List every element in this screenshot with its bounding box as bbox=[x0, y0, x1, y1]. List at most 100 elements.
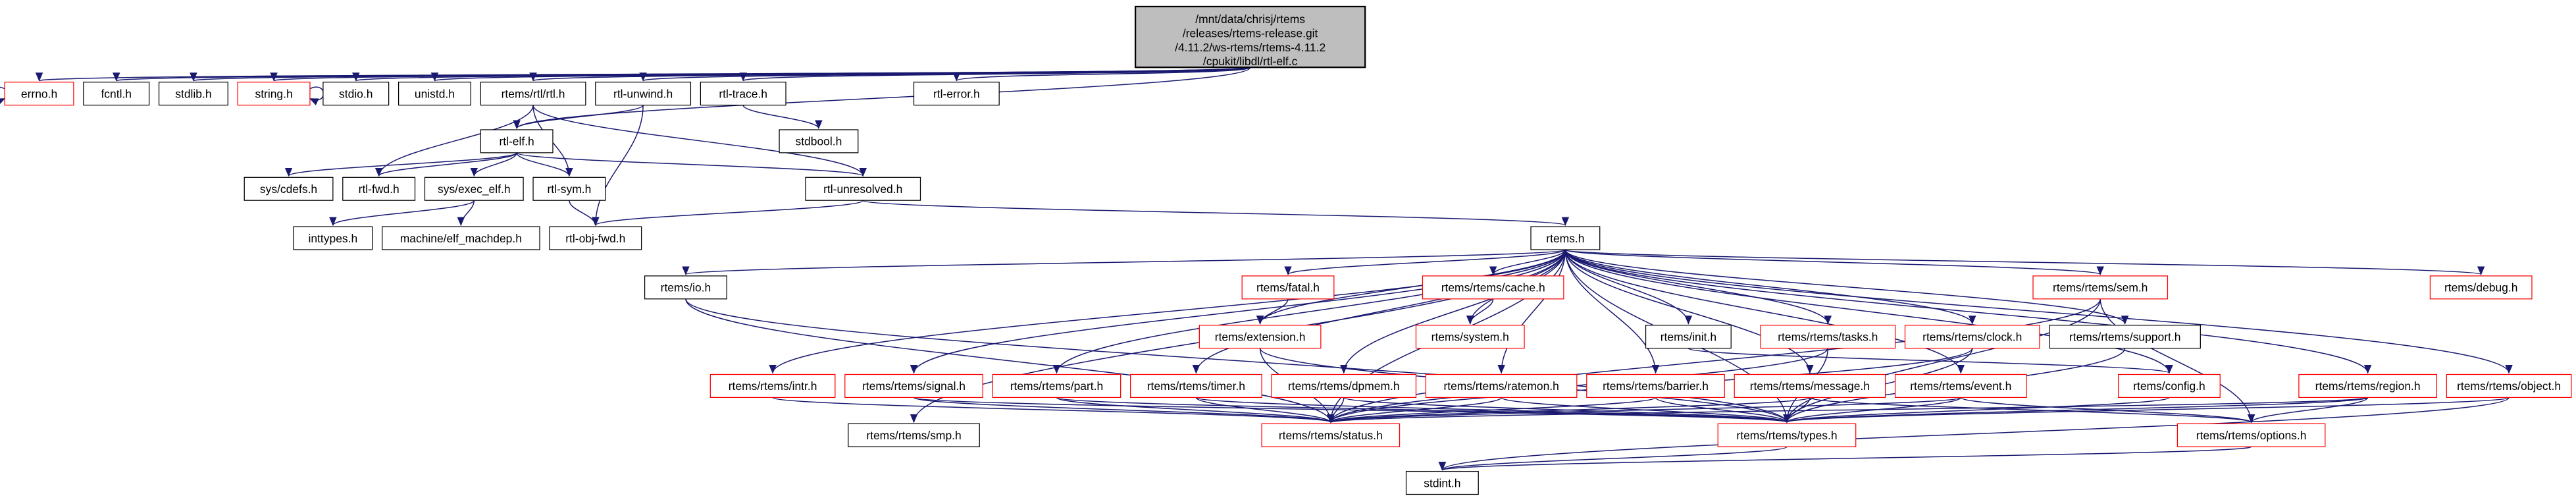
node-box bbox=[913, 82, 1000, 106]
root-label-line: /mnt/data/chrisj/rtems bbox=[1195, 13, 1305, 26]
node-options[interactable]: rtems/rtems/options.h bbox=[2177, 423, 2326, 447]
node-rtl_elf[interactable]: rtl-elf.h bbox=[480, 129, 554, 153]
node-string[interactable]: string.h bbox=[237, 82, 311, 106]
node-status[interactable]: rtems/rtems/status.h bbox=[1261, 423, 1401, 447]
node-label: rtems/extension.h bbox=[1215, 330, 1306, 343]
node-box bbox=[848, 423, 980, 447]
node-file[interactable]: /mnt/data/chrisj/rtems/releases/rtems-re… bbox=[1134, 5, 1366, 69]
node-config[interactable]: rtems/config.h bbox=[2118, 373, 2221, 399]
edge-sem-types bbox=[1783, 298, 2101, 424]
edge-region-status bbox=[1327, 397, 2369, 424]
node-box bbox=[83, 82, 150, 106]
node-label: rtems/init.h bbox=[1661, 330, 1716, 343]
node-rtems[interactable]: rtems.h bbox=[1530, 226, 1601, 250]
node-unistd[interactable]: unistd.h bbox=[398, 82, 471, 106]
edge-io-status bbox=[685, 298, 1335, 424]
node-debug[interactable]: rtems/debug.h bbox=[2429, 275, 2533, 300]
nodes-layer: /mnt/data/chrisj/rtems/releases/rtems-re… bbox=[4, 5, 2572, 495]
node-message[interactable]: rtems/rtems/message.h bbox=[1734, 373, 1886, 399]
node-box bbox=[1904, 325, 2040, 349]
node-dpmem[interactable]: rtems/rtems/dpmem.h bbox=[1271, 373, 1417, 399]
node-barrier[interactable]: rtems/rtems/barrier.h bbox=[1586, 373, 1725, 399]
node-label: rtems/rtems/region.h bbox=[2315, 379, 2421, 393]
node-label: rtems/rtems/clock.h bbox=[1922, 330, 2022, 343]
edge-ratemon-status bbox=[1327, 397, 1502, 424]
node-label: rtems/rtems/smp.h bbox=[866, 429, 961, 442]
node-rtl_fwd[interactable]: rtl-fwd.h bbox=[342, 177, 416, 201]
node-rtl_obj_fwd[interactable]: rtl-obj-fwd.h bbox=[549, 226, 642, 250]
node-label: rtems/rtems/options.h bbox=[2196, 429, 2307, 442]
node-intr[interactable]: rtems/rtems/intr.h bbox=[709, 373, 836, 399]
node-support[interactable]: rtems/rtems/support.h bbox=[2049, 325, 2201, 349]
edge-part-status bbox=[1056, 397, 1335, 424]
node-system[interactable]: rtems/system.h bbox=[1415, 325, 1525, 349]
edge-timer-status bbox=[1195, 397, 1335, 424]
node-label: rtems/rtems/event.h bbox=[1910, 379, 2011, 393]
root-label-line: /4.11.2/ws-rtems/rtems-4.11.2 bbox=[1175, 41, 1326, 54]
node-label: stdlib.h bbox=[175, 87, 211, 100]
node-label: unistd.h bbox=[415, 87, 455, 100]
node-sem[interactable]: rtems/rtems/sem.h bbox=[2032, 275, 2169, 300]
node-cache[interactable]: rtems/rtems/cache.h bbox=[1422, 275, 1564, 300]
edge-rtems-config bbox=[1564, 249, 2173, 374]
node-smp[interactable]: rtems/rtems/smp.h bbox=[848, 423, 980, 447]
node-box bbox=[1530, 226, 1601, 250]
node-signal[interactable]: rtems/rtems/signal.h bbox=[844, 373, 983, 399]
node-label: rtl-elf.h bbox=[499, 135, 534, 148]
node-label: stdio.h bbox=[339, 87, 373, 100]
edge-types-stdint bbox=[1439, 446, 1788, 471]
node-errno[interactable]: errno.h bbox=[4, 82, 74, 106]
node-clock[interactable]: rtems/rtems/clock.h bbox=[1904, 325, 2040, 349]
node-label: rtl-unresolved.h bbox=[823, 182, 902, 196]
node-rtl[interactable]: rtems/rtl/rtl.h bbox=[480, 82, 586, 106]
edge-init-config bbox=[1687, 347, 2173, 374]
node-rtl_sym[interactable]: rtl-sym.h bbox=[532, 177, 606, 201]
node-box bbox=[322, 82, 390, 106]
node-timer[interactable]: rtems/rtems/timer.h bbox=[1130, 373, 1262, 399]
node-io[interactable]: rtems/io.h bbox=[644, 275, 727, 300]
node-tasks[interactable]: rtems/rtems/tasks.h bbox=[1760, 325, 1896, 349]
node-box bbox=[532, 177, 606, 201]
node-types[interactable]: rtems/rtems/types.h bbox=[1717, 423, 1857, 447]
node-label: fcntl.h bbox=[101, 87, 132, 100]
node-event[interactable]: rtems/rtems/event.h bbox=[1894, 373, 2027, 399]
node-sys_cdefs[interactable]: sys/cdefs.h bbox=[244, 177, 334, 201]
node-stdint[interactable]: stdint.h bbox=[1405, 470, 1479, 495]
node-stdlib[interactable]: stdlib.h bbox=[158, 82, 228, 106]
edge-rtems-object bbox=[1564, 249, 2513, 374]
node-elf_machdep[interactable]: machine/elf_machdep.h bbox=[382, 226, 540, 250]
node-fcntl[interactable]: fcntl.h bbox=[83, 82, 150, 106]
node-label: rtems/rtems/ratemon.h bbox=[1443, 379, 1558, 393]
node-stdbool[interactable]: stdbool.h bbox=[779, 129, 859, 153]
node-label: rtems/rtems/sem.h bbox=[2053, 281, 2148, 294]
node-part[interactable]: rtems/rtems/part.h bbox=[992, 373, 1121, 399]
node-box bbox=[1241, 275, 1335, 300]
node-init[interactable]: rtems/init.h bbox=[1645, 325, 1732, 349]
node-ratemon[interactable]: rtems/rtems/ratemon.h bbox=[1425, 373, 1578, 399]
node-rtl_unresolved[interactable]: rtl-unresolved.h bbox=[805, 177, 921, 201]
node-region[interactable]: rtems/rtems/region.h bbox=[2298, 373, 2437, 399]
edge-file-rtl_error bbox=[953, 67, 1251, 82]
node-box bbox=[1198, 325, 1322, 349]
node-box bbox=[1130, 373, 1262, 399]
edge-rtems-clock bbox=[1564, 249, 1976, 325]
node-rtl_unwind[interactable]: rtl-unwind.h bbox=[595, 82, 692, 106]
edge-sys_exec_elf-inttypes bbox=[329, 200, 475, 227]
node-rtl_error[interactable]: rtl-error.h bbox=[913, 82, 1000, 106]
node-label: rtems/rtems/dpmem.h bbox=[1288, 379, 1400, 393]
node-inttypes[interactable]: inttypes.h bbox=[293, 226, 373, 250]
edge-cache-system bbox=[1466, 298, 1494, 325]
node-box bbox=[992, 373, 1121, 399]
node-box bbox=[1586, 373, 1725, 399]
node-box bbox=[1894, 373, 2027, 399]
node-rtl_trace[interactable]: rtl-trace.h bbox=[700, 82, 786, 106]
node-extension[interactable]: rtems/extension.h bbox=[1198, 325, 1322, 349]
node-box bbox=[398, 82, 471, 106]
node-stdio[interactable]: stdio.h bbox=[322, 82, 390, 106]
node-fatal[interactable]: rtems/fatal.h bbox=[1241, 275, 1335, 300]
node-box bbox=[709, 373, 836, 399]
edge-rtl-rtl_unresolved bbox=[532, 105, 867, 177]
node-sys_exec_elf[interactable]: sys/exec_elf.h bbox=[424, 177, 524, 201]
node-object[interactable]: rtems/rtems/object.h bbox=[2446, 373, 2572, 399]
